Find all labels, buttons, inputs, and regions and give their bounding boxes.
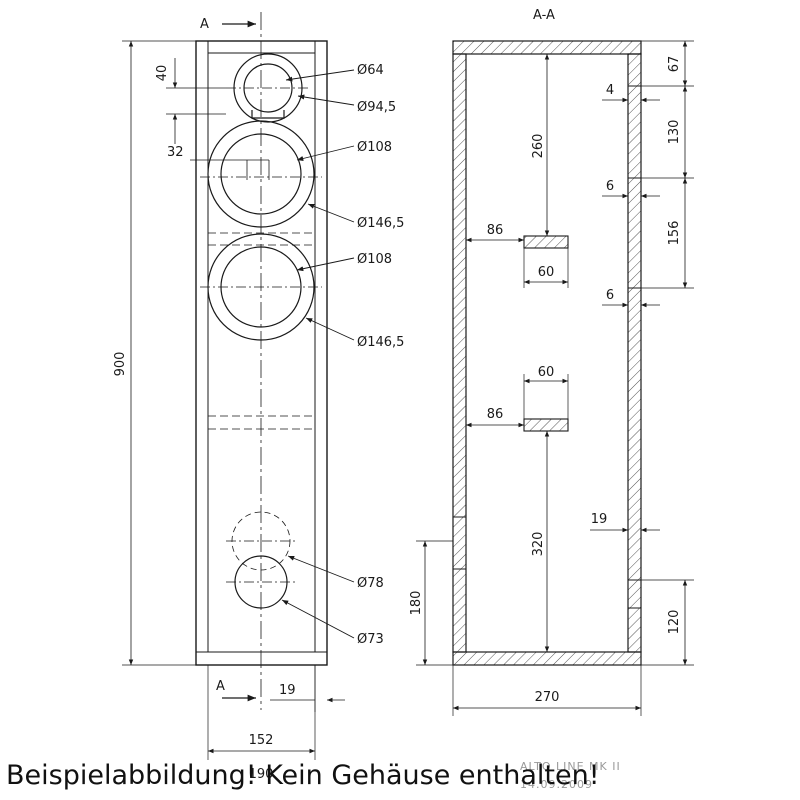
dim-130-text: 130 [667,120,682,145]
mid1-inner-circle [220,133,302,215]
front-outer-outline [195,40,328,666]
dim-6a-text: 6 [606,179,614,194]
leader-port-outer [287,555,355,583]
callout-mid1-outer: Ø146,5 [357,216,404,231]
leader-mid2-outer [305,317,355,341]
brace-bottom [523,418,569,432]
dim-67-text: 67 [667,56,682,73]
section-front-wall [627,53,642,653]
front-view [122,12,355,760]
leader-port-inner [281,599,355,639]
dim-19-section-text: 19 [591,512,608,527]
dim-4-text: 4 [606,83,614,98]
callout-port-inner: Ø73 [357,632,384,647]
section-view [416,40,694,716]
section-marker-top: A [200,17,209,32]
dim-120-text: 120 [667,610,682,635]
brace-top [523,235,569,249]
caption-notice: Beispielabbildung! Kein Gehäuse enthalte… [6,760,600,791]
callout-mid2-outer: Ø146,5 [357,335,404,350]
dim-6b-text: 6 [606,288,614,303]
dim-180-text: 180 [409,591,424,616]
callout-mid2-inner: Ø108 [357,252,392,267]
dim-19-front-text: 19 [279,683,296,698]
dim-60-top-text: 60 [538,265,555,280]
section-bottom-wall [452,651,642,666]
section-title: A-A [533,8,555,23]
dim-260-text: 260 [531,134,546,159]
leader-tweeter-inner [285,69,355,82]
section-marker-bottom: A [216,679,225,694]
callout-tweeter-inner: Ø64 [357,63,384,78]
dim-60-bottom-text: 60 [538,365,555,380]
section-top-wall [452,40,642,55]
dim-86-top-text: 86 [487,223,504,238]
dim-156-text: 156 [667,221,682,246]
stamp-line-1: ALTO LINE MK II [520,760,621,773]
mid1-outer-circle [207,120,315,228]
callout-port-outer: Ø78 [357,576,384,591]
callout-tweeter-outer: Ø94,5 [357,100,396,115]
dim-900-text: 900 [113,352,128,377]
dim-152-text: 152 [249,733,274,748]
dim-270-text: 270 [535,690,560,705]
callout-mid1-inner: Ø108 [357,140,392,155]
section-left-wall [452,53,467,653]
dim-190-text: 190 [249,767,274,782]
tweeter-key-notch [251,110,285,119]
dim-320-text: 320 [531,532,546,557]
leader-tweeter-outer [297,94,355,106]
dim-32-text: 32 [167,145,184,160]
leader-mid2-inner [296,257,355,272]
leader-mid1-outer [307,203,355,223]
leader-mid1-inner [296,145,355,161]
dim-40-text: 40 [155,65,170,82]
stamp-line-2: 14.09.2009 [520,778,593,791]
dim-86-bottom-text: 86 [487,407,504,422]
